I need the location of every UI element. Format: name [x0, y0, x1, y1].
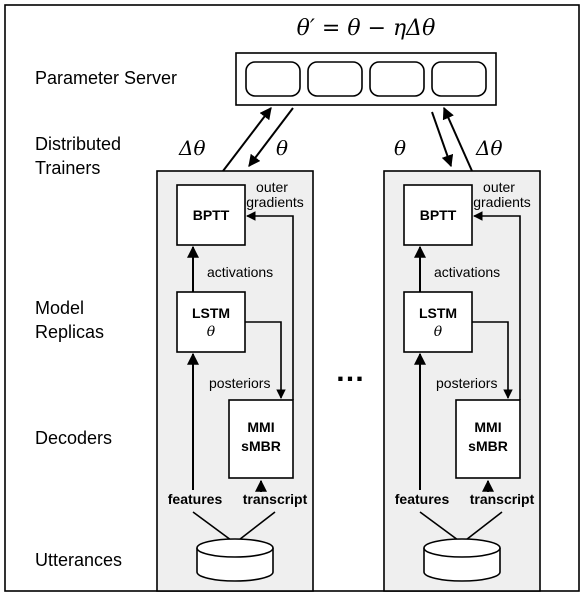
- posteriors-arrow: [245, 321, 286, 399]
- label-parameter-server: Parameter Server: [35, 68, 177, 88]
- parameter-shard: [369, 61, 425, 97]
- bptt-label: BPTT: [193, 207, 230, 223]
- posteriors-label: posteriors: [209, 375, 270, 391]
- utterance-database-icon: [196, 538, 274, 582]
- features-label: features: [168, 491, 223, 507]
- posteriors-arrow: [472, 321, 513, 399]
- lstm-label: LSTM: [192, 305, 230, 321]
- lstm-label: LSTM: [419, 305, 457, 321]
- theta-label: θ: [276, 136, 288, 160]
- parameter-server: [235, 52, 497, 106]
- parameter-shard: [245, 61, 301, 97]
- mmi-smbr-box: [228, 399, 294, 479]
- label-model: Model: [35, 298, 84, 318]
- theta-label: θ: [394, 136, 406, 160]
- lstm-box: [403, 291, 473, 353]
- label-replicas: Replicas: [35, 322, 104, 342]
- split-line: [419, 511, 463, 544]
- outer-gradients-arrow: [473, 211, 521, 400]
- bptt-label: BPTT: [420, 207, 457, 223]
- gradient-push-arrow: [442, 106, 473, 172]
- outer-gradients-label: outer: [483, 179, 515, 195]
- label-distributed: Distributed: [35, 134, 121, 154]
- mmi-smbr-box: [455, 399, 521, 479]
- update-formula: θ′ = θ − ηΔθ: [297, 16, 436, 41]
- mmi-label: MMI: [474, 419, 501, 435]
- param-pull-arrow: [248, 107, 294, 167]
- activations-label: activations: [207, 264, 273, 280]
- label-trainers: Trainers: [35, 158, 100, 178]
- transcript-label: transcript: [470, 491, 535, 507]
- transcript-label: transcript: [243, 491, 308, 507]
- outer-gradients-label: outer: [256, 179, 288, 195]
- split-line: [234, 511, 276, 544]
- utterance-database-icon: [423, 538, 501, 582]
- activations-label: activations: [434, 264, 500, 280]
- posteriors-label: posteriors: [436, 375, 497, 391]
- label-utterances: Utterances: [35, 550, 122, 570]
- param-pull-arrow: [431, 111, 454, 168]
- smbr-label: sMBR: [241, 438, 281, 454]
- outer-gradients-arrow: [246, 211, 294, 400]
- lstm-box: [176, 291, 246, 353]
- mmi-label: MMI: [247, 419, 274, 435]
- delta-theta-label: Δθ: [475, 136, 502, 160]
- ellipsis: …: [335, 355, 365, 388]
- bptt-box: [176, 184, 246, 246]
- split-line: [461, 511, 503, 544]
- lstm-theta: θ: [207, 324, 216, 340]
- lstm-theta: θ: [434, 324, 443, 340]
- gradient-push-arrow: [222, 107, 272, 172]
- delta-theta-label: Δθ: [178, 136, 205, 160]
- features-label: features: [395, 491, 450, 507]
- smbr-label: sMBR: [468, 438, 508, 454]
- parameter-shard: [307, 61, 363, 97]
- split-line: [192, 511, 236, 544]
- bptt-box: [403, 184, 473, 246]
- outer-gradients-label: gradients: [473, 194, 531, 210]
- parameter-shard: [431, 61, 487, 97]
- outer-gradients-label: gradients: [246, 194, 304, 210]
- label-decoders: Decoders: [35, 428, 112, 448]
